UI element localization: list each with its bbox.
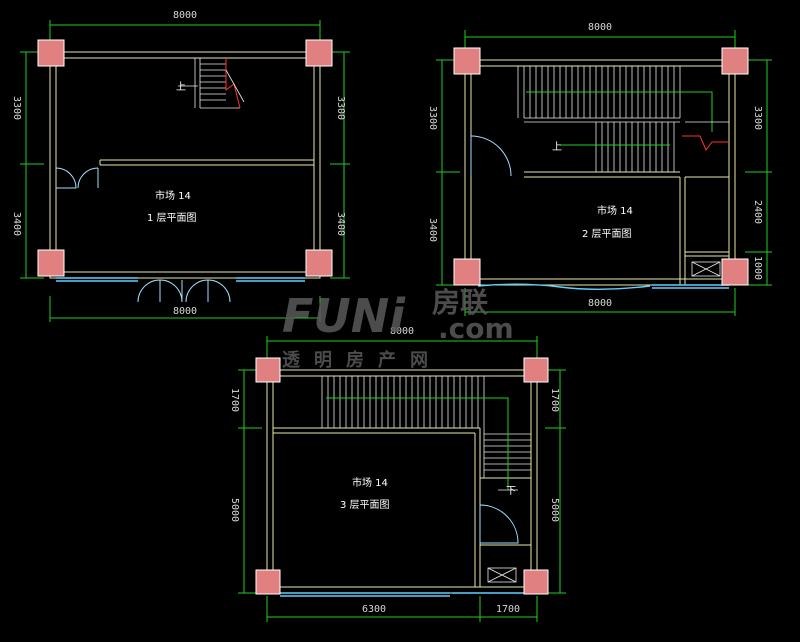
floor-3-right-upper-dimension: 1700 xyxy=(549,388,560,412)
floor-2-room-label: 市场 14 xyxy=(597,204,633,217)
floor-1-right-upper-dimension: 3300 xyxy=(335,96,346,120)
floor-2-column xyxy=(721,47,749,75)
watermark-brand-cn: 房联 xyxy=(432,286,488,319)
floor-1-stair xyxy=(178,58,245,109)
floor-3-stair xyxy=(321,376,531,491)
floor-2-column xyxy=(453,47,481,75)
floor-1-column xyxy=(305,39,333,67)
floor-2-right-mid-dimension: 2400 xyxy=(752,200,763,224)
floor-2-plan: 8000 8000 3300 3400 3300 2400 1000 xyxy=(427,22,772,316)
floor-3-plan: 8000 6300 1700 1700 5000 1700 5000 xyxy=(229,326,566,622)
floor-2-column xyxy=(453,258,481,286)
floor-3-stair-mark: 下 xyxy=(506,486,516,497)
floor-1-side-door xyxy=(55,167,99,189)
floor-1-right-lower-dimension: 3400 xyxy=(335,212,346,236)
floor-2-left-upper-dimension: 3300 xyxy=(427,106,438,130)
watermark-brand: FUNi xyxy=(282,289,406,343)
floor-1-entrance-doors xyxy=(137,279,231,303)
floor-2-stair-mark: 上 xyxy=(552,141,562,153)
floor-2-bottom-dimension: 8000 xyxy=(588,298,612,309)
floor-2-stair xyxy=(517,66,729,172)
floor-3-column xyxy=(523,357,549,383)
floor-3-top-dimension: 8000 xyxy=(390,326,414,337)
floor-2-top-dimension: 8000 xyxy=(588,22,612,33)
floor-1-room-label: 市场 14 xyxy=(155,189,191,202)
floor-1-column xyxy=(37,39,65,67)
floor-2-door xyxy=(470,135,512,177)
floor-3-column xyxy=(255,357,281,383)
floor-1-top-dimension: 8000 xyxy=(173,10,197,21)
floor-2-column xyxy=(721,258,749,286)
floor-3-left-lower-dimension: 5000 xyxy=(229,498,240,522)
floor-3-shaft xyxy=(487,567,517,583)
floor-3-door xyxy=(479,504,519,544)
floor-1-stair-mark: 上 xyxy=(176,81,186,93)
floor-3-left-upper-dimension: 1700 xyxy=(229,388,240,412)
floor-2-right-upper-dimension: 3300 xyxy=(752,106,763,130)
floor-1-left-lower-dimension: 3400 xyxy=(11,212,22,236)
floor-3-right-lower-dimension: 5000 xyxy=(549,498,560,522)
floor-1-column xyxy=(37,249,65,277)
watermark-slogan: 透明房产网 xyxy=(282,349,442,371)
floor-1-plan: 8000 8000 3300 3400 3300 3400 上 xyxy=(11,10,350,322)
floor-1-column xyxy=(305,249,333,277)
watermark: FUNi 房联 .com 透明房产网 xyxy=(282,286,514,371)
floor-1-title: 1 层平面图 xyxy=(147,212,197,224)
floor-1-left-upper-dimension: 3300 xyxy=(11,96,22,120)
floor-3-room-label: 市场 14 xyxy=(352,476,388,489)
floor-2-right-lower-dimension: 1000 xyxy=(752,256,763,280)
floor-1-bottom-dimension: 8000 xyxy=(173,306,197,317)
floor-2-shaft xyxy=(691,261,721,277)
floor-3-title: 3 层平面图 xyxy=(340,499,390,511)
floor-3-bottom-right-dimension: 1700 xyxy=(496,604,520,615)
watermark-domain: .com xyxy=(438,312,514,345)
floor-2-title: 2 层平面图 xyxy=(582,228,632,240)
floor-3-bottom-left-dimension: 6300 xyxy=(362,604,386,615)
floor-3-column xyxy=(523,569,549,595)
floor-2-left-lower-dimension: 3400 xyxy=(427,218,438,242)
floor-3-column xyxy=(255,569,281,595)
